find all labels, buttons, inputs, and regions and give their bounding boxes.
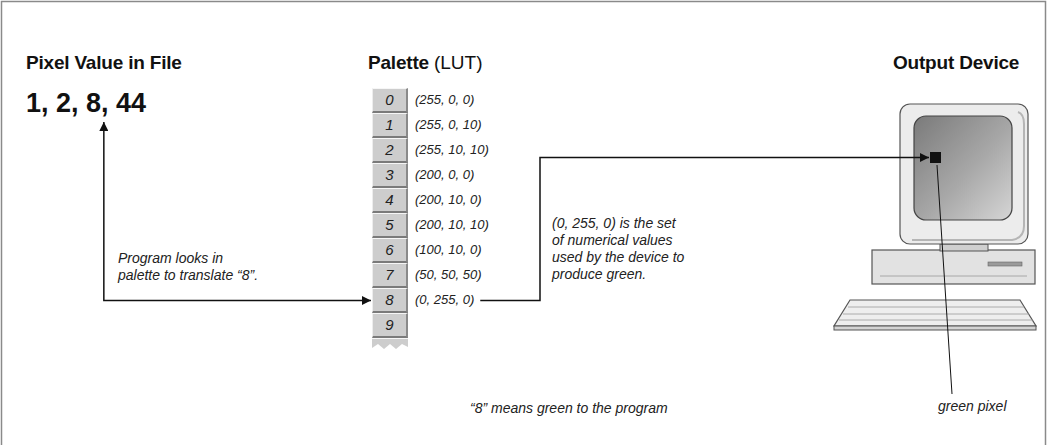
palette-index: 7 xyxy=(373,264,406,286)
palette-index: 1 xyxy=(373,114,406,136)
palette-entry: 5(200, 10, 10) xyxy=(372,213,408,238)
palette-value: (0, 255, 0) xyxy=(415,289,474,311)
output-device: Output Device green pixel xyxy=(893,52,1043,412)
palette-index: 2 xyxy=(373,139,406,161)
monitor-stand xyxy=(940,244,988,251)
green-pixel: green pixel xyxy=(930,152,941,163)
palette-value: (100, 10, 0) xyxy=(415,239,482,261)
connector-label: (0, 255, 0) is the set of numerical valu… xyxy=(552,215,690,283)
palette-index: 6 xyxy=(373,239,406,261)
palette-entry: 8(0, 255, 0) xyxy=(372,288,408,313)
palette-index: 4 xyxy=(373,189,406,211)
column-heading: Palette xyxy=(368,52,429,74)
column-heading: Pixel Value in File xyxy=(26,52,182,74)
palette-value: (200, 10, 10) xyxy=(415,214,489,236)
palette-index: 3 xyxy=(373,164,406,186)
drive-slot xyxy=(988,262,1022,266)
palette-entry: 6(100, 10, 0) xyxy=(372,238,408,263)
palette-entry: 7(50, 50, 50) xyxy=(372,263,408,288)
palette-entry: 1(255, 0, 10) xyxy=(372,113,408,138)
figure-caption: “8” means green to the program xyxy=(470,400,668,416)
computer-illustration xyxy=(834,104,1036,330)
connector-label: Program looks in palette to translate “8… xyxy=(118,250,264,284)
palette-value: (50, 50, 50) xyxy=(415,264,482,286)
pixel-value-group: Pixel Value in File 1, 2, 8, 44 xyxy=(26,52,182,119)
connector-arrow xyxy=(104,122,371,301)
palette-index: 8 xyxy=(373,289,406,311)
monitor-screen xyxy=(914,116,1012,220)
palette-entry: 9 xyxy=(372,313,408,338)
palette-value: (200, 10, 0) xyxy=(415,189,482,211)
pixel-values: 1, 2, 8, 44 xyxy=(26,88,182,119)
keyboard-keys xyxy=(839,307,1033,320)
callout-label: green pixel xyxy=(938,398,1007,414)
keyboard xyxy=(834,300,1036,326)
palette-entry: 3(200, 0, 0) xyxy=(372,163,408,188)
palette-index: 0 xyxy=(373,89,406,111)
monitor-housing xyxy=(900,104,1028,244)
keyboard-front xyxy=(834,326,1036,330)
case-detail xyxy=(880,276,1027,277)
palette-value: (255, 0, 0) xyxy=(415,89,474,111)
palette-entry: 0(255, 0, 0) xyxy=(372,88,408,113)
monitor-shading xyxy=(912,112,1024,240)
palette-index: 9 xyxy=(373,314,406,336)
palette-value: (200, 0, 0) xyxy=(415,164,474,186)
column-heading: Output Device xyxy=(893,52,1043,74)
palette-entry: 4(200, 10, 0) xyxy=(372,188,408,213)
palette-torn-edge-highlight xyxy=(372,338,408,339)
palette-index: 5 xyxy=(373,214,406,236)
leader-line xyxy=(937,165,952,394)
desktop-case xyxy=(872,250,1035,284)
palette-torn-edge xyxy=(372,338,408,349)
connector-group xyxy=(104,122,929,301)
connector-arrow xyxy=(480,158,929,301)
palette-value: (255, 0, 10) xyxy=(415,114,482,136)
column-heading-note: (LUT) xyxy=(434,52,483,74)
palette-entry: 2(255, 10, 10) xyxy=(372,138,408,163)
palette-column: Palette(LUT)0(255, 0, 0)1(255, 0, 10)2(2… xyxy=(368,52,518,352)
palette-value: (255, 10, 10) xyxy=(415,139,489,161)
